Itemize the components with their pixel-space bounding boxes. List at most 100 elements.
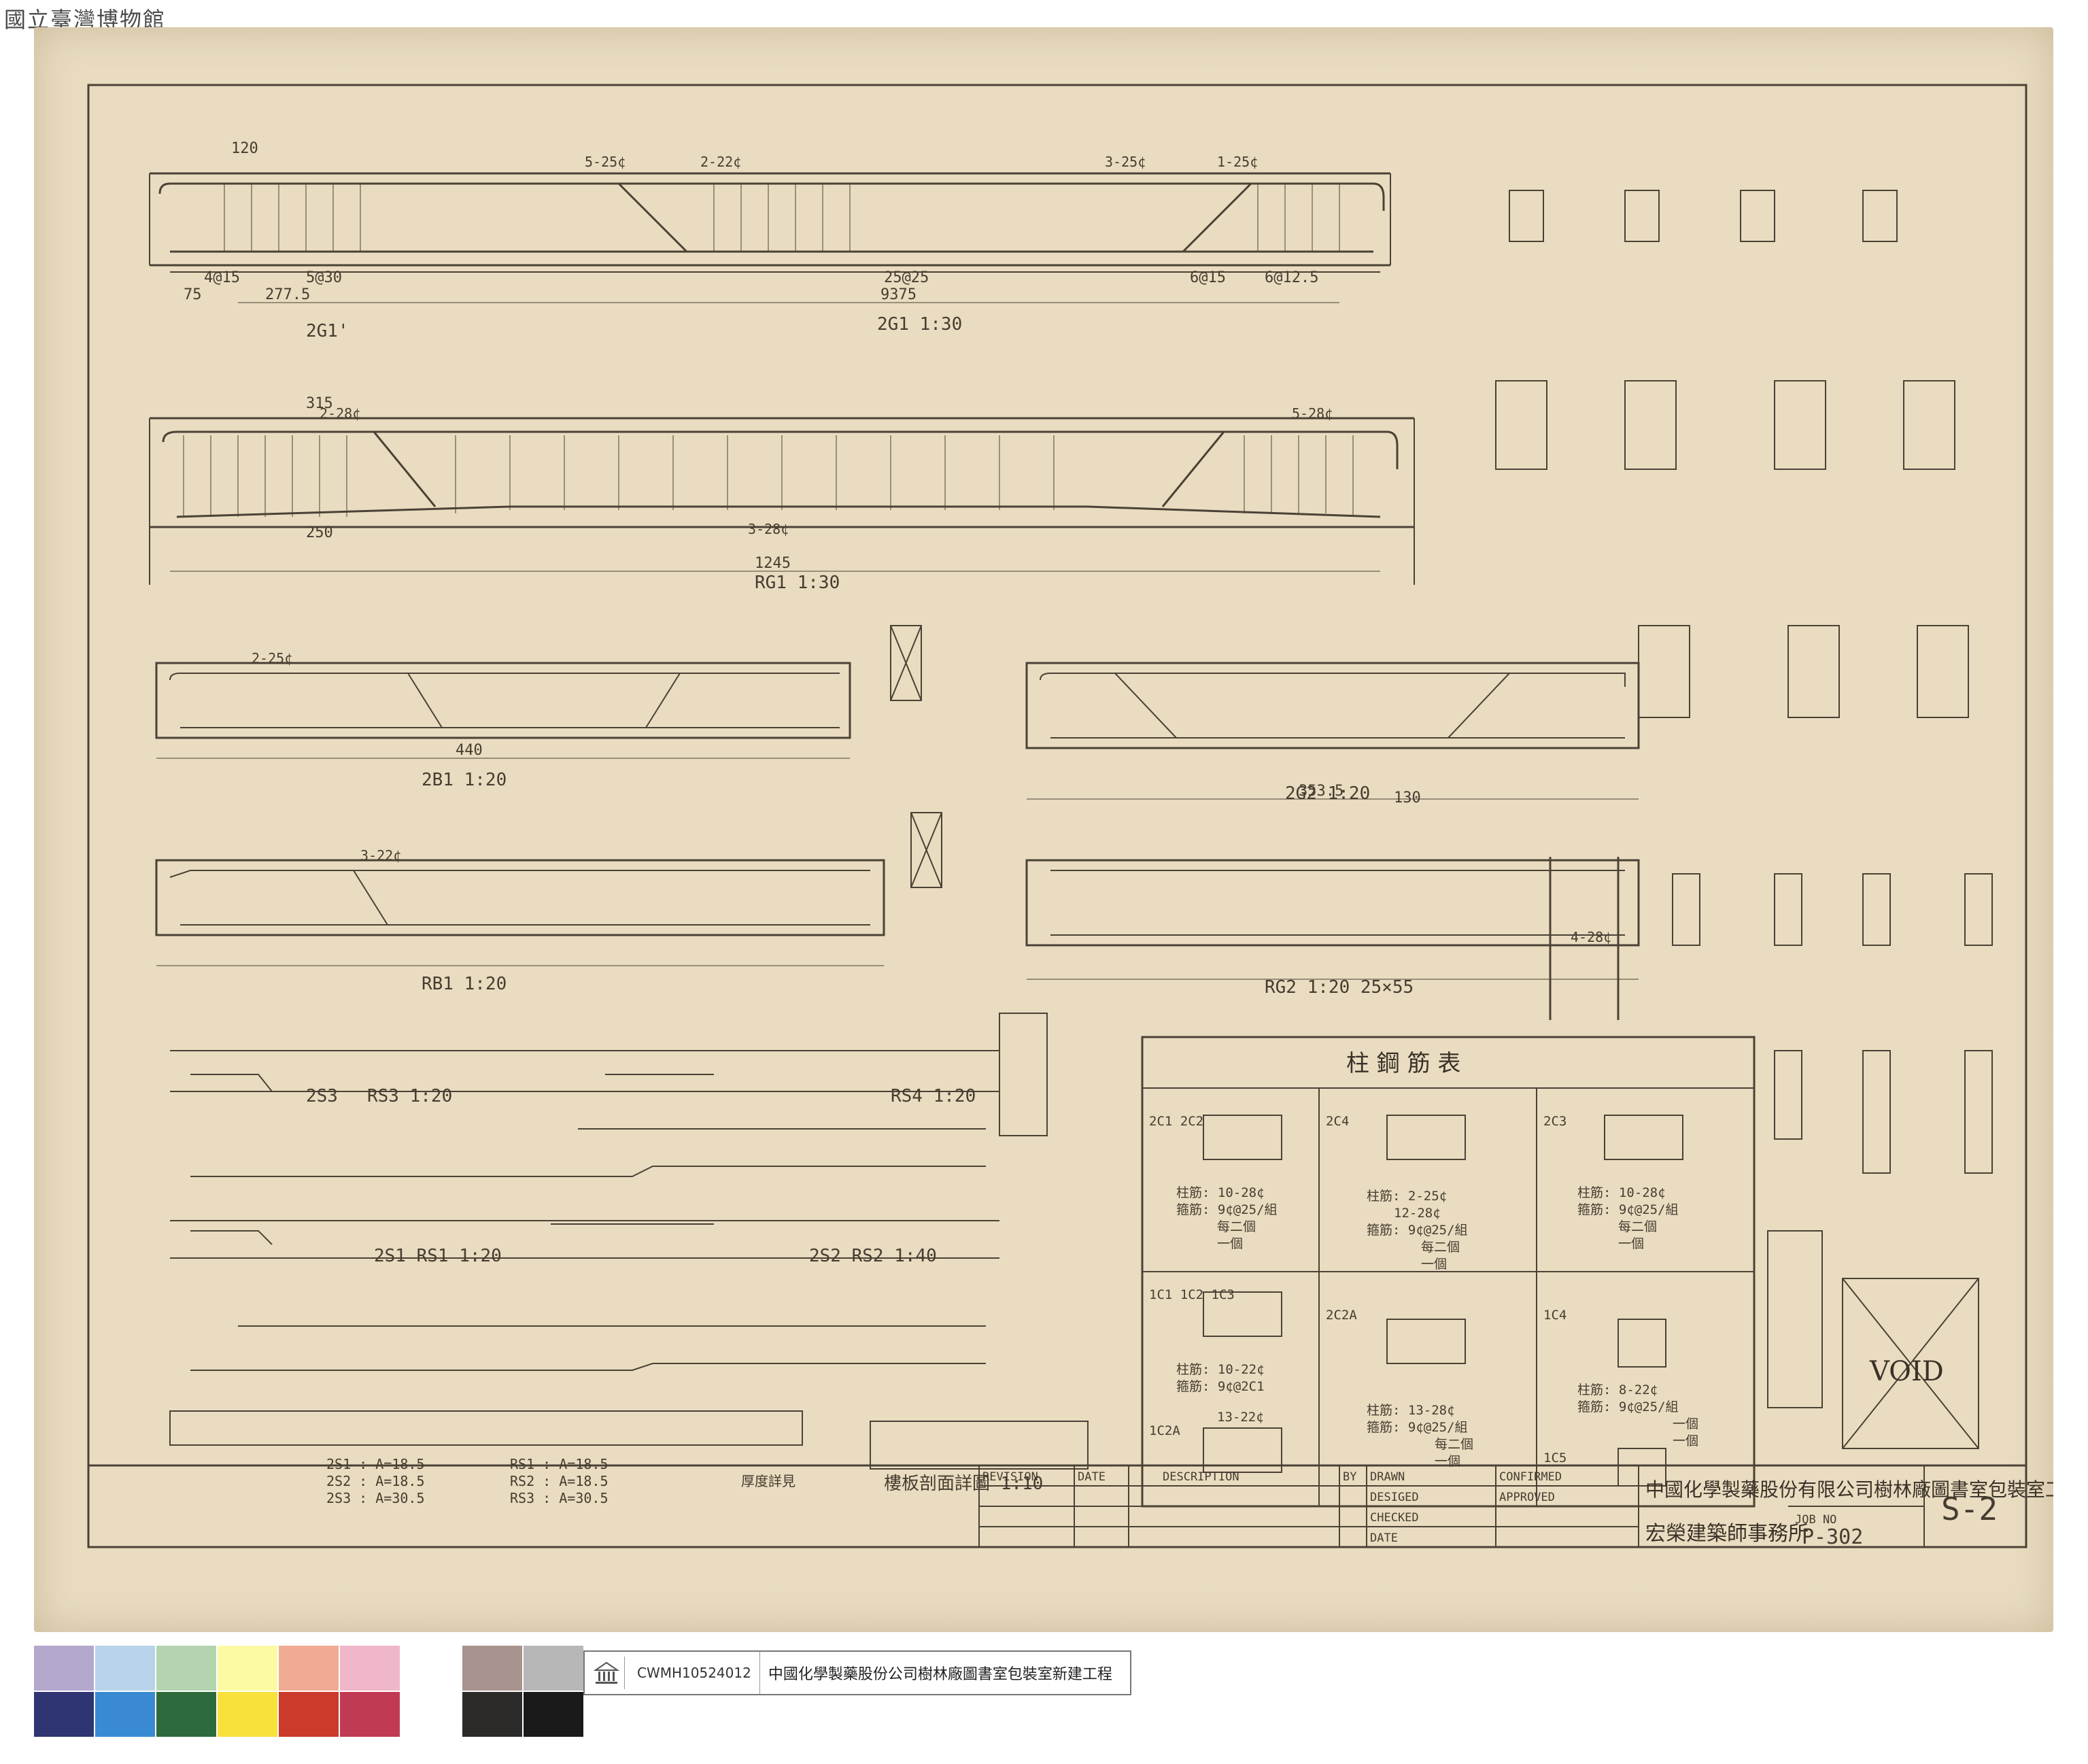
color-swatch <box>218 1646 277 1691</box>
schedule-note: 一個 <box>1673 1434 1698 1448</box>
schedule-mark-2c4: 2C4 <box>1326 1114 1349 1129</box>
schedule-note: 12-28¢ <box>1394 1206 1441 1221</box>
schedule-note: 箍筋: 9¢@25/組 <box>1367 1223 1468 1238</box>
schedule-note: 柱筋: 10-22¢ <box>1176 1362 1265 1377</box>
catalog-label: CWMH10524012 中國化學製藥股份公司樹林廠圖書室包裝室新建工程 <box>583 1650 1131 1695</box>
schedule-note: 柱筋: 8-22¢ <box>1577 1383 1658 1397</box>
color-swatch <box>401 1692 461 1737</box>
label-rb1: RB1 1:20 <box>422 974 507 994</box>
rebar-note-6: 1-25¢ <box>1217 154 1258 170</box>
rebar-note-5: 3-28¢ <box>748 521 789 537</box>
schedule-note: 柱筋: 2-25¢ <box>1367 1189 1447 1204</box>
schedule-note: 每二個 <box>1435 1437 1473 1452</box>
dim-3535: 353.5 <box>1299 783 1343 800</box>
label-2s1: 2S1 RS1 1:20 <box>374 1246 502 1266</box>
slab-table-row: RS2 : A=18.5 <box>510 1473 609 1489</box>
schedule-note: 箍筋: 9¢@25/組 <box>1176 1202 1278 1217</box>
schedule-note: 柱筋: 13-28¢ <box>1367 1403 1455 1418</box>
catalog-id: CWMH10524012 <box>629 1652 760 1694</box>
dim-315: 315 <box>306 395 333 412</box>
tb-confirmed: CONFIRMED <box>1499 1470 1562 1484</box>
beam-2g2 <box>1025 662 1640 800</box>
dim-6at125: 6@12.5 <box>1265 269 1318 286</box>
label-slab-detail: 樓板剖面詳圖 1:10 <box>884 1474 1043 1494</box>
color-swatch <box>279 1646 339 1691</box>
beam-rb1 <box>155 859 885 966</box>
schedule-mark-2c3: 2C3 <box>1543 1114 1567 1129</box>
schedule-note: 一個 <box>1217 1236 1243 1251</box>
schedule-note: 箍筋: 9¢@25/組 <box>1577 1202 1679 1217</box>
blueprint-sheet: 2G1 1:30 RG1 1:30 2B1 1:20 RB1 1:20 2G2 … <box>34 27 2053 1632</box>
color-swatch <box>340 1692 400 1737</box>
catalog-title: 中國化學製藥股份公司樹林廠圖書室包裝室新建工程 <box>768 1666 1112 1683</box>
title-block-lines <box>88 1464 2026 1547</box>
slab-rs3 <box>170 1050 999 1177</box>
tb-approved: APPROVED <box>1499 1491 1555 1504</box>
dim-120: 120 <box>231 140 258 157</box>
color-swatch <box>401 1646 461 1691</box>
blueprint-drawing: 2G1 1:30 RG1 1:30 2B1 1:20 RB1 1:20 2G2 … <box>87 84 2053 1549</box>
slab-note: 厚度詳見 <box>741 1473 795 1489</box>
tb-drawn: DRAWN <box>1370 1470 1405 1484</box>
color-swatch <box>95 1646 155 1691</box>
slab-2s1 <box>170 1220 999 1371</box>
tb-description: DESCRIPTION <box>1163 1470 1239 1484</box>
schedule-mark-2c1: 2C1 2C2 <box>1149 1114 1203 1129</box>
rebar-note-8: 4-28¢ <box>1571 929 1611 945</box>
slab-table-row: 2S2 : A=18.5 <box>326 1473 425 1489</box>
rebar-note-1: 5-25¢ <box>585 154 626 170</box>
dim-75: 75 <box>184 286 202 303</box>
schedule-note: 13-22¢ <box>1217 1410 1264 1425</box>
label-2g1-prime: 2G1' <box>306 321 349 341</box>
void-label: VOID <box>1869 1356 1944 1387</box>
rebar-note-7: 5-28¢ <box>1292 405 1333 422</box>
dim-1245: 1245 <box>755 555 791 572</box>
schedule-note: 每二個 <box>1217 1219 1256 1234</box>
label-2s3: 2S3 <box>306 1086 338 1106</box>
column-sections <box>890 190 1993 1449</box>
schedule-note: 一個 <box>1421 1257 1447 1272</box>
color-swatch <box>95 1692 155 1737</box>
dim-25at25: 25@25 <box>884 269 929 286</box>
tb-date2: DATE <box>1370 1531 1398 1545</box>
rebar-note-2: 3-25¢ <box>1105 154 1146 170</box>
tb-job-no-label: JOB NO <box>1795 1513 1836 1527</box>
schedule-note: 每二個 <box>1421 1240 1460 1255</box>
column-schedule-grid <box>1141 1036 1756 1508</box>
schedule-note: 柱筋: 10-28¢ <box>1577 1185 1666 1200</box>
label-2g1: 2G1 1:30 <box>877 314 962 335</box>
color-swatch <box>524 1692 583 1737</box>
slab-section-strip <box>169 1410 803 1446</box>
slab-table-row: 2S3 : A=30.5 <box>326 1490 425 1506</box>
tb-date: DATE <box>1078 1470 1106 1484</box>
color-swatch <box>156 1646 216 1691</box>
schedule-mark-1c4: 1C4 <box>1543 1308 1567 1323</box>
dim-5at30: 5@30 <box>306 269 342 286</box>
color-swatch <box>218 1692 277 1737</box>
tb-by: BY <box>1343 1470 1356 1484</box>
dim-2775: 277.5 <box>265 286 310 303</box>
schedule-note: 一個 <box>1673 1417 1698 1431</box>
beam-2g1 <box>149 172 1391 303</box>
label-rs3: RS3 1:20 <box>367 1086 452 1106</box>
tb-designed: DESIGED <box>1370 1491 1419 1504</box>
color-swatch <box>462 1692 522 1737</box>
tb-project: 中國化學製藥股份有限公司樹林廠圖書室包裝室工程 <box>1645 1478 2053 1501</box>
tb-checked: CHECKED <box>1370 1511 1419 1525</box>
label-rg2: RG2 1:20 25×55 <box>1265 977 1414 998</box>
tb-office: 宏榮建築師事務所 <box>1645 1522 1809 1546</box>
color-swatch <box>34 1646 94 1691</box>
rebar-note-9: 2-25¢ <box>252 650 292 666</box>
schedule-note: 柱筋: 10-28¢ <box>1176 1185 1265 1200</box>
tb-revision: REVISION <box>982 1470 1038 1484</box>
color-swatch <box>462 1646 522 1691</box>
tb-job-no: P-302 <box>1802 1525 1863 1549</box>
slab-table-row: RS1 : A=18.5 <box>510 1456 609 1472</box>
beam-rg2 <box>1025 857 1640 1020</box>
tb-sheet-no: S-2 <box>1941 1491 1998 1527</box>
color-swatch <box>524 1646 583 1691</box>
beam-rg1 <box>149 417 1415 585</box>
color-swatch <box>156 1692 216 1737</box>
label-rs4: RS4 1:20 <box>891 1086 976 1106</box>
museum-logo-icon <box>589 1657 625 1689</box>
